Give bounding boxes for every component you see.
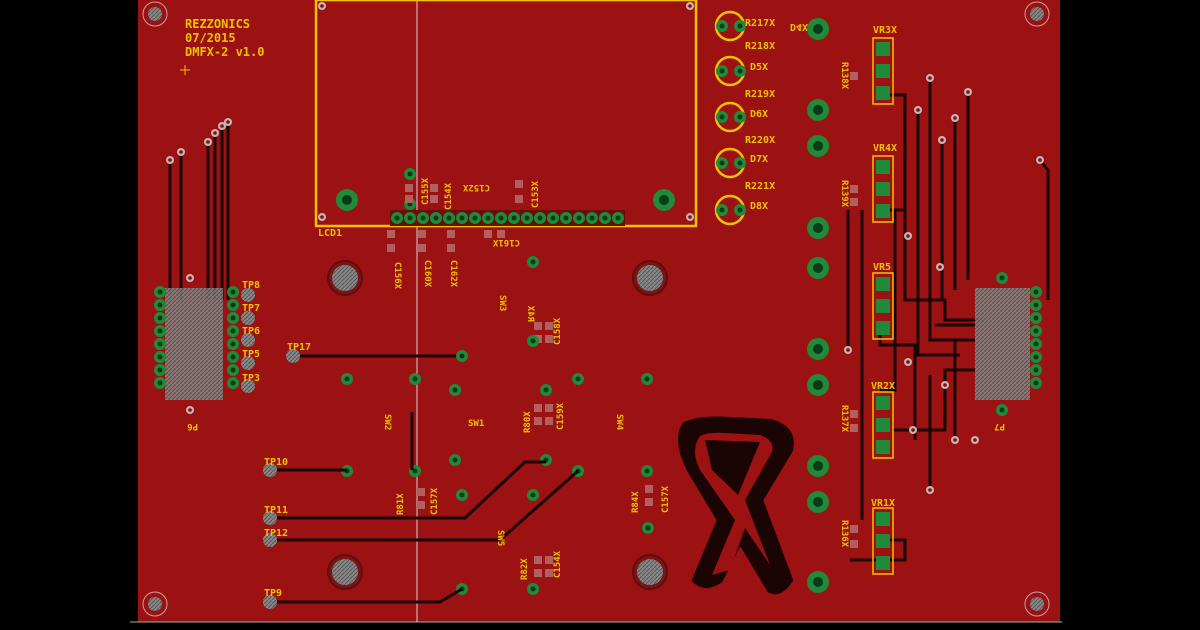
label-r218: R218X: [745, 41, 775, 52]
label-c155: C155X: [421, 177, 431, 205]
header-company: REZZONICS: [185, 17, 250, 31]
label-d7: D7X: [750, 154, 768, 165]
label-c152: C152X: [462, 182, 490, 192]
label-r84: R84X: [631, 491, 641, 513]
label-tp6: TP6: [242, 326, 260, 337]
label-r82: R82X: [520, 558, 530, 580]
label-r4: R4X: [525, 305, 535, 322]
label-tp11: TP11: [264, 505, 288, 516]
pot-vr3: [872, 37, 894, 105]
label-tp12: TP12: [264, 528, 288, 539]
label-c162: C162X: [448, 260, 458, 288]
label-c154b: C154X: [553, 550, 563, 578]
smd-pads-lcd-area: [387, 72, 858, 577]
lcd-header-pins: [390, 168, 625, 226]
label-r220: R220X: [745, 135, 775, 146]
mount-hole-3: [327, 554, 363, 590]
rz-logo: [678, 416, 794, 595]
pot-vr5: [872, 272, 894, 340]
label-vr3: VR3X: [873, 25, 897, 36]
mount-hole-2: [632, 260, 668, 296]
pot-vr2: [872, 391, 894, 459]
label-vr1: VR1X: [871, 498, 895, 509]
label-tp3: TP3: [242, 373, 260, 384]
label-p7: P7: [994, 421, 1005, 431]
label-d6: D6X: [750, 109, 768, 120]
label-tp17: TP17: [287, 342, 311, 353]
connector-p7: [975, 272, 1042, 416]
label-sw3: SW3: [497, 295, 507, 311]
label-r219: R219X: [745, 89, 775, 100]
label-r139: R139X: [839, 180, 849, 208]
label-tp7: TP7: [242, 303, 260, 314]
label-c153: C153X: [531, 180, 541, 208]
label-d5: D5X: [750, 62, 768, 73]
lcd-mount-pad-right: [653, 189, 675, 211]
label-tp8: TP8: [242, 280, 260, 291]
label-c159: C159X: [556, 402, 566, 430]
label-d8: D8X: [750, 201, 768, 212]
label-tp5: TP5: [242, 349, 260, 360]
header-revision: DMFX-2 v1.0: [185, 45, 264, 59]
switch-traces: [270, 412, 579, 604]
label-r80: R80X: [523, 411, 533, 433]
label-tp9: TP9: [264, 588, 282, 599]
label-c154: C154X: [444, 182, 454, 210]
label-c157: C157X: [430, 487, 440, 515]
label-c157b: C157X: [661, 485, 671, 513]
label-vr4: VR4X: [873, 143, 897, 154]
mount-hole-1: [327, 260, 363, 296]
label-r81: R81X: [396, 493, 406, 515]
label-r137: R137X: [839, 405, 849, 433]
label-d4: D4X: [790, 21, 808, 32]
label-c161: C161X: [492, 237, 520, 247]
pot-vr4: [872, 155, 894, 223]
label-vr5: VR5: [873, 262, 891, 273]
label-sw1: SW1: [468, 419, 484, 429]
test-points-bottom: [263, 463, 277, 609]
test-points-left: [241, 288, 255, 393]
mount-hole-4: [632, 554, 668, 590]
lcd-mount-pad-left: [336, 189, 358, 211]
label-c158: C158X: [553, 317, 563, 345]
label-p6: P6: [187, 421, 198, 431]
led-column: [714, 10, 746, 226]
connector-p6: [154, 274, 239, 414]
label-c160: C160X: [422, 260, 432, 288]
origin-cross-icon: [180, 65, 190, 75]
label-c156: C156X: [392, 262, 402, 290]
header-date: 07/2015: [185, 31, 236, 45]
label-sw2: SW2: [382, 414, 392, 430]
label-r217: R217X: [745, 18, 775, 29]
label-r136: R136X: [839, 520, 849, 548]
label-r221: R221X: [745, 181, 775, 192]
label-vr2: VR2X: [871, 381, 895, 392]
label-sw5: SW5: [495, 530, 505, 546]
label-sw4: SW4: [614, 414, 624, 431]
label-lcd1: LCD1: [318, 228, 342, 239]
label-r138: R138X: [839, 62, 849, 90]
p6-traces: [168, 122, 230, 300]
label-tp10: TP10: [264, 457, 288, 468]
tp17-pad: [286, 349, 300, 363]
pot-vr1: [872, 507, 894, 575]
